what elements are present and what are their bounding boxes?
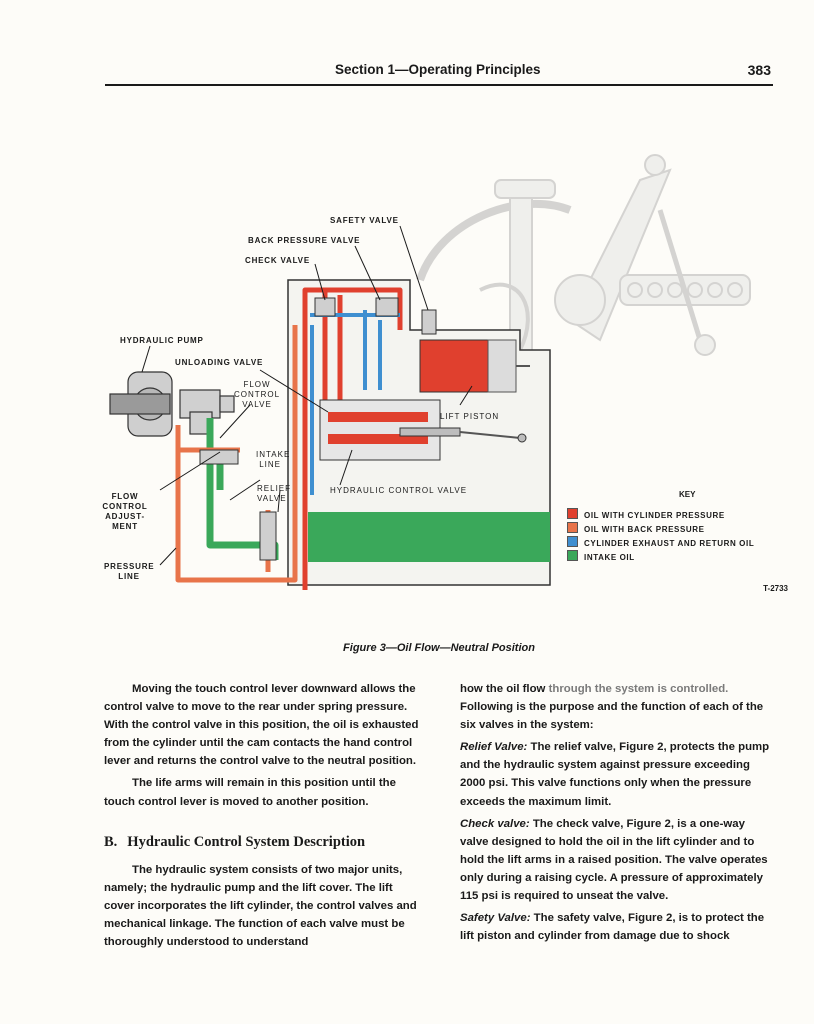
paragraph: The life arms will remain in this positi… (104, 777, 396, 808)
label-intake-line: INTAKE LINE (256, 450, 291, 469)
key-swatch (567, 550, 578, 561)
key-item: OIL WITH BACK PRESSURE (567, 522, 705, 534)
paragraph: The hydraulic system consists of two maj… (104, 863, 417, 949)
key-item: INTAKE OIL (567, 550, 635, 562)
relief-valve-paragraph: Relief Valve: The relief valve, Figure 2… (460, 741, 770, 808)
page-number: 383 (747, 62, 771, 78)
key-swatch (567, 508, 578, 519)
key-swatch (567, 522, 578, 533)
paragraph: Moving the touch control lever downward … (104, 683, 419, 768)
label-hydraulic-pump: HYDRAULIC PUMP (120, 336, 204, 345)
label-back-pressure-valve: BACK PRESSURE VALVE (248, 236, 361, 245)
left-column: Moving the touch control lever downward … (104, 680, 422, 955)
hydraulic-schematic (109, 154, 751, 590)
figure-caption: Figure 3—Oil Flow—Neutral Position (343, 642, 535, 654)
key-item: CYLINDER EXHAUST AND RETURN OIL (567, 536, 754, 548)
paragraph: how the oil flow through the system is c… (460, 683, 764, 732)
key-swatch (567, 536, 578, 547)
oil-flow-diagram: SAFETY VALVE BACK PRESSURE VALVE CHECK V… (100, 150, 800, 620)
label-lift-piston: LIFT PISTON (440, 412, 500, 421)
label-safety-valve: SAFETY VALVE (330, 216, 399, 225)
section-heading: B.Hydraulic Control System Description (104, 833, 366, 850)
label-check-valve: CHECK VALVE (245, 256, 310, 265)
page-header: Section 1—Operating Principles 383 (105, 58, 773, 86)
leader-lines (141, 225, 473, 566)
right-column: how the oil flow through the system is c… (460, 680, 772, 949)
hydraulic-pump (109, 371, 235, 437)
label-unloading-valve: UNLOADING VALVE (175, 358, 264, 367)
section-title: Section 1—Operating Principles (335, 62, 541, 77)
safety-valve-paragraph: Safety Valve: The safety valve, Figure 2… (460, 912, 765, 943)
figure-number: T-2733 (763, 584, 788, 593)
key-item: OIL WITH CYLINDER PRESSURE (567, 508, 725, 520)
hydraulic-control-valve (319, 399, 527, 461)
label-hydraulic-control-valve: HYDRAULIC CONTROL VALVE (330, 486, 468, 495)
check-valve-paragraph: Check valve: The check valve, Figure 2, … (460, 817, 768, 903)
key-title: KEY (679, 490, 696, 499)
